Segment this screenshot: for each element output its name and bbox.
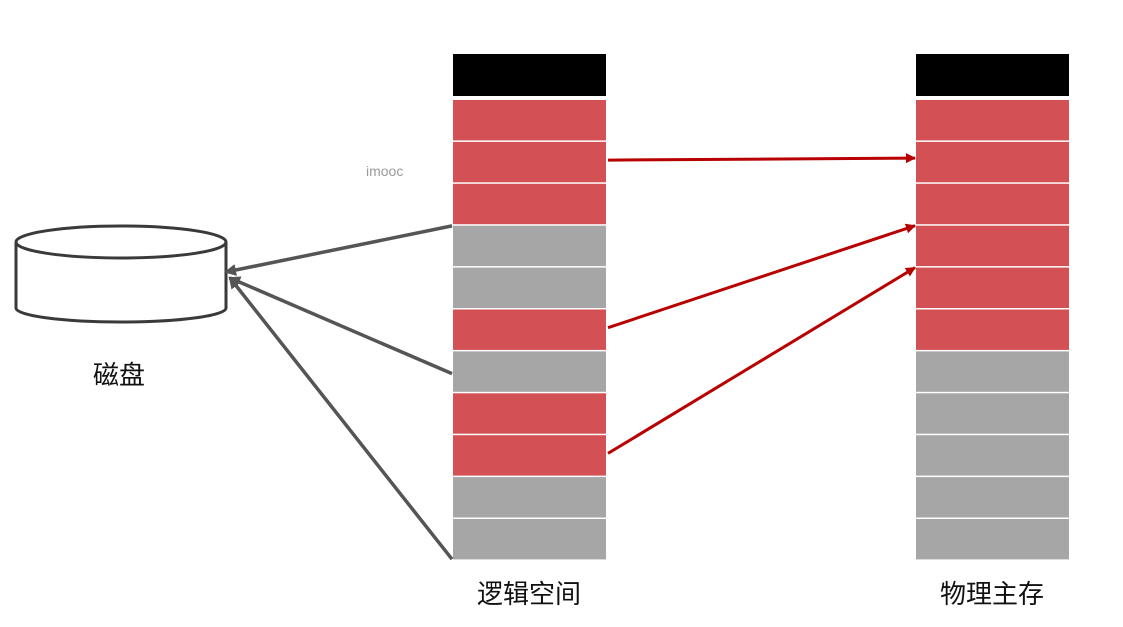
- logical-block-1: [453, 100, 606, 141]
- logical-space-column: [453, 54, 606, 560]
- watermark: imooc: [366, 163, 404, 179]
- page-mapping-arrow: [607, 153, 916, 164]
- logical-block-7: [453, 351, 606, 392]
- physical-memory-column: [916, 54, 1069, 560]
- logical-block-3: [453, 183, 606, 225]
- page-mapping-arrow: [607, 223, 916, 330]
- logical-block-2: [453, 141, 606, 183]
- disk-icon: [14, 224, 228, 324]
- physical-block-4: [916, 225, 1069, 267]
- logical-space-label: 逻辑空间: [477, 580, 582, 610]
- arrow-layer: [224, 153, 916, 561]
- disk-swap-arrow: [228, 276, 454, 561]
- physical-block-6: [916, 309, 1069, 350]
- physical-block-5: [916, 267, 1069, 308]
- physical-block-2: [916, 141, 1069, 183]
- physical-block-9: [916, 435, 1069, 476]
- logical-block-6: [453, 309, 606, 350]
- page-mapping-arrow: [607, 266, 916, 455]
- physical-block-1: [916, 100, 1069, 141]
- physical-block-10: [916, 477, 1069, 518]
- logical-block-10: [453, 477, 606, 518]
- logical-block-9: [453, 435, 606, 476]
- disk-label: 磁盘: [93, 361, 146, 391]
- disk-swap-arrow: [224, 224, 453, 276]
- logical-block-0: [453, 54, 606, 96]
- physical-block-0: [916, 54, 1069, 96]
- physical-memory-label: 物理主存: [940, 580, 1045, 610]
- physical-block-8: [916, 393, 1069, 434]
- physical-block-3: [916, 183, 1069, 225]
- logical-block-5: [453, 267, 606, 308]
- logical-block-8: [453, 393, 606, 434]
- disk-swap-arrow: [228, 276, 453, 376]
- logical-block-11: [453, 519, 606, 560]
- logical-block-4: [453, 225, 606, 267]
- physical-block-7: [916, 351, 1069, 392]
- physical-block-11: [916, 519, 1069, 560]
